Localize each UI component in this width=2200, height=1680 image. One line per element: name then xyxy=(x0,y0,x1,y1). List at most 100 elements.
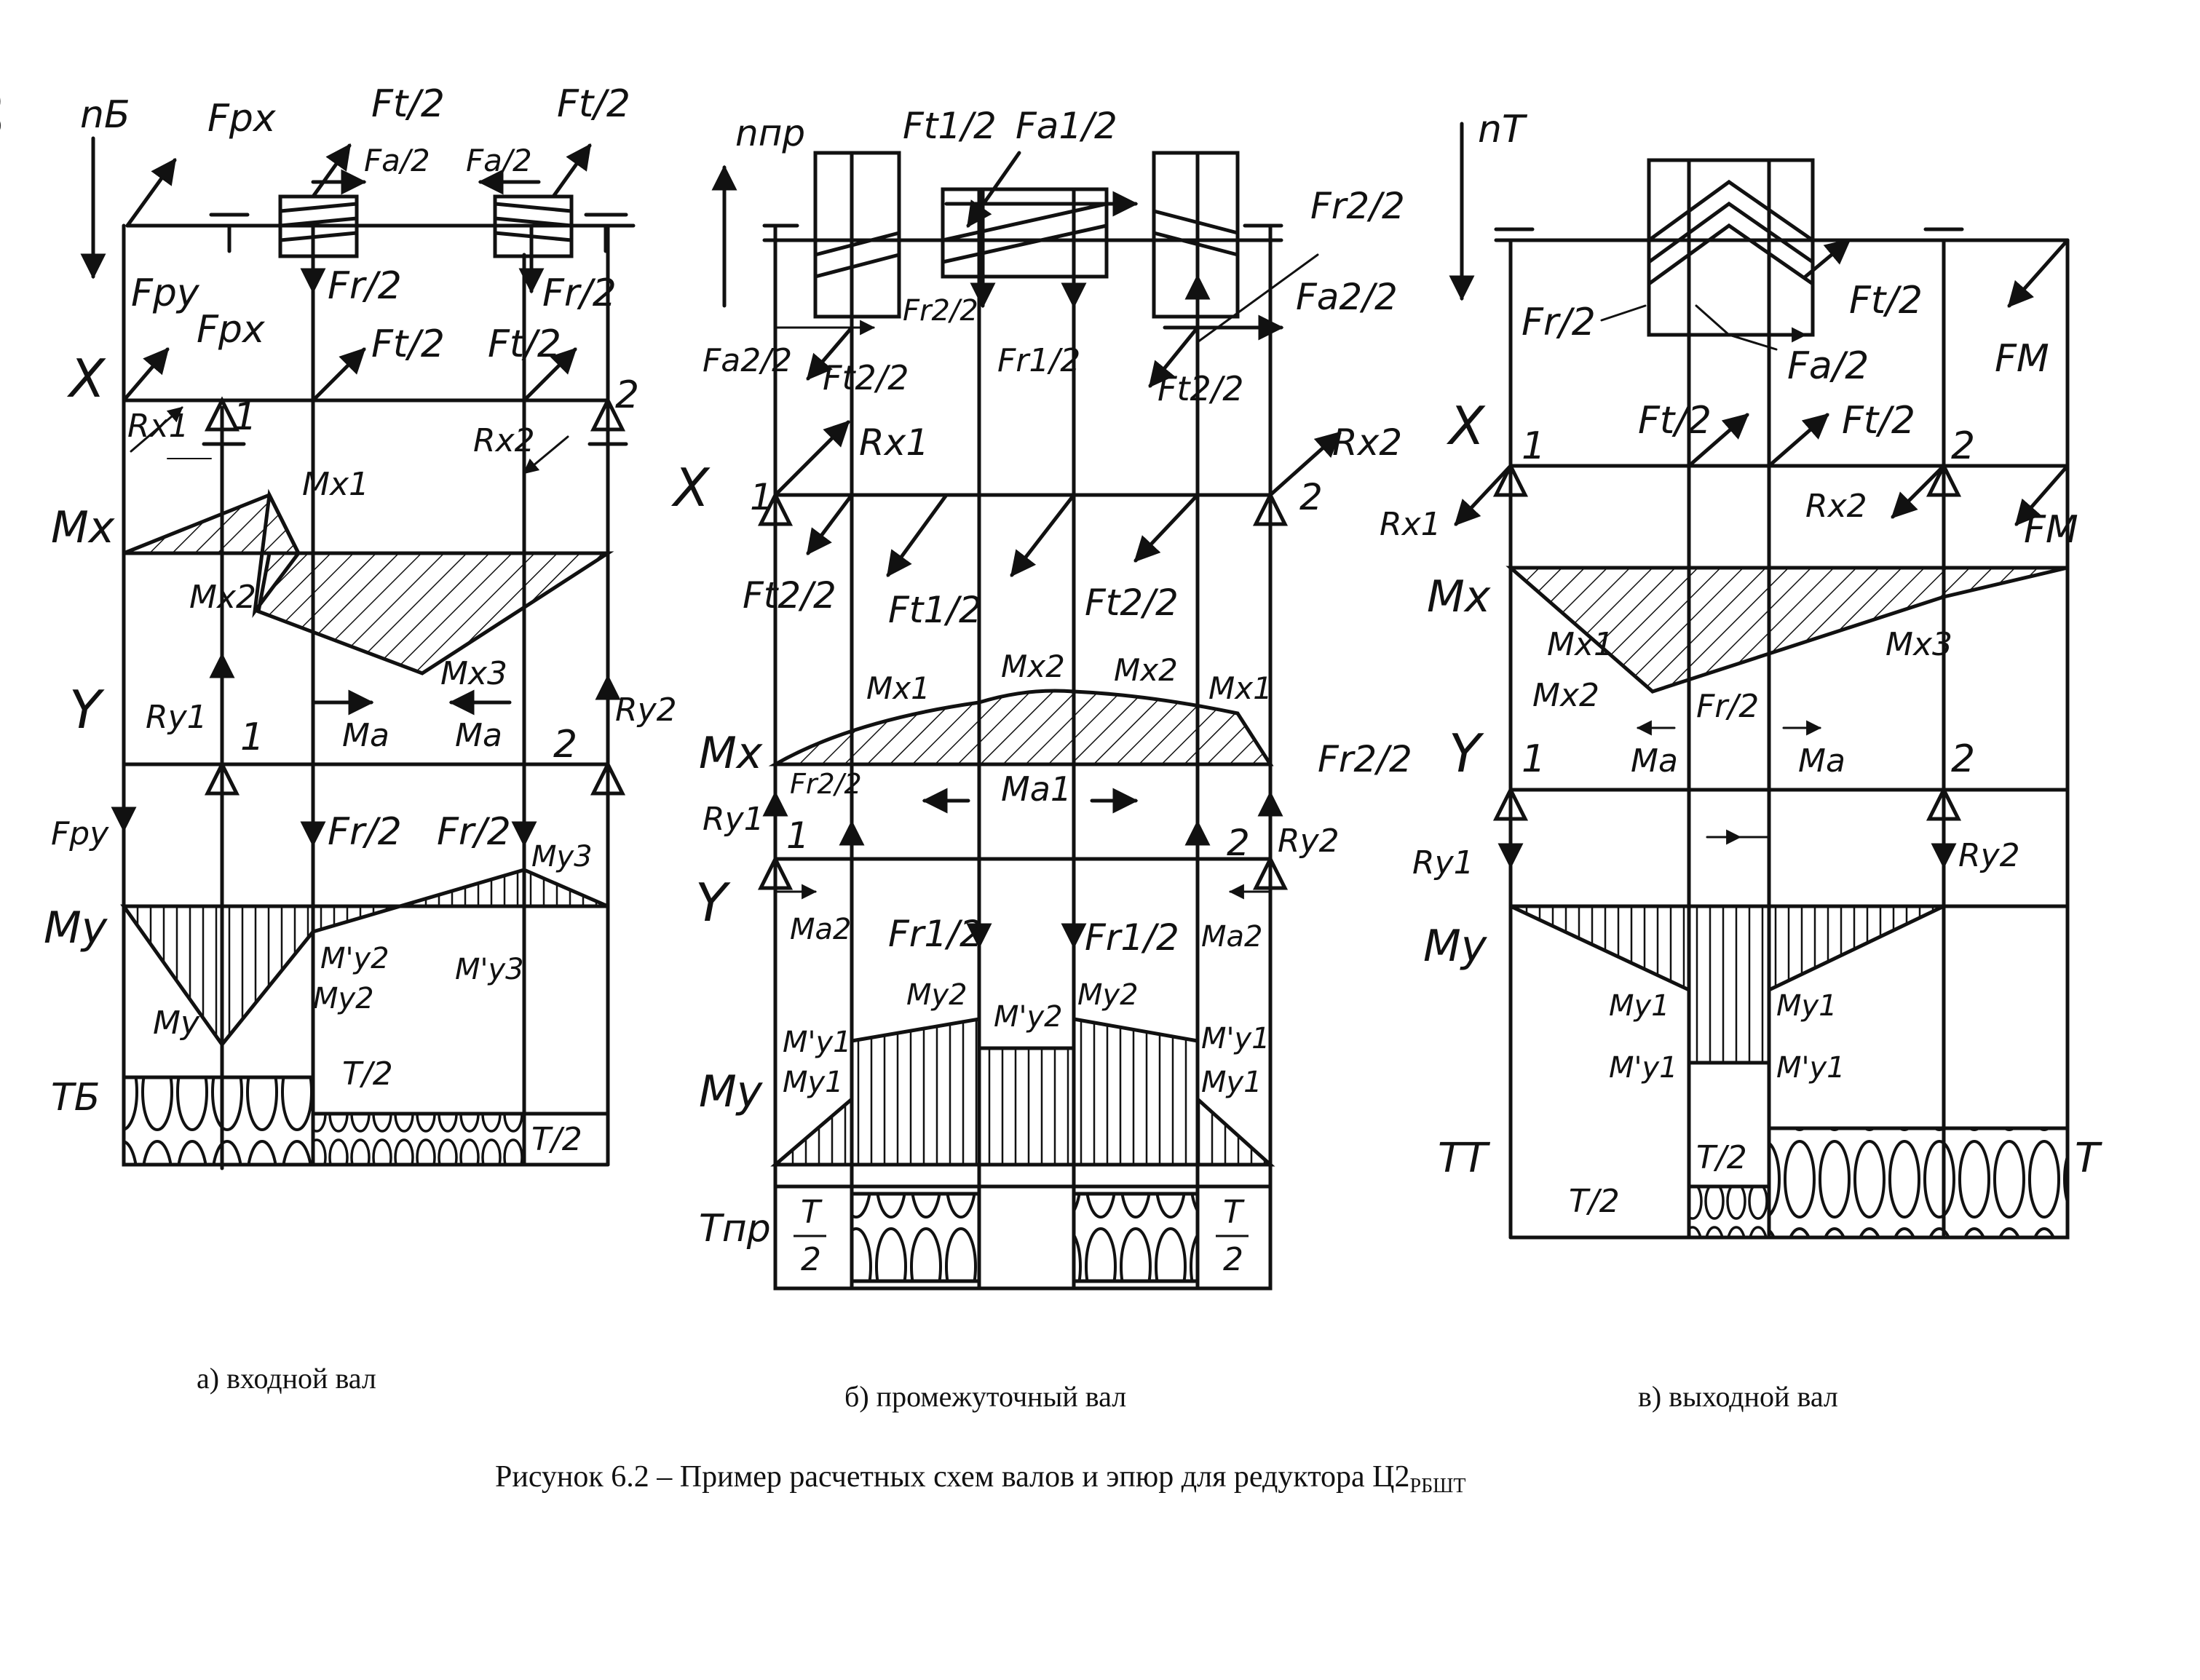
label-fa-half-1: Fa/2 xyxy=(364,143,430,178)
diagram-input-shaft xyxy=(80,136,636,1170)
label-my1-prime-right: M'y1 xyxy=(1201,1022,1270,1055)
label-ma-1-a: Ma xyxy=(342,717,389,754)
label-fr-y-c: Fr/2 xyxy=(1696,688,1759,725)
label-support-2-x-c: 2 xyxy=(1951,424,1975,468)
label-x-plane-a: X xyxy=(66,348,106,409)
label-ft1-half: Ft1/2 xyxy=(903,105,997,147)
label-fr2-half-right: Fr2/2 xyxy=(1318,738,1412,780)
label-fpx-x: Fpx xyxy=(197,308,266,352)
label-ft-x-2: Ft/2 xyxy=(488,322,561,366)
label-t-half-1-c: T/2 xyxy=(1569,1183,1620,1220)
label-mx-b: Mx xyxy=(699,728,763,779)
label-speed-b: nпр xyxy=(735,112,805,154)
label-fr1-y-1: Fr1/2 xyxy=(888,913,983,955)
label-t-full-c: T xyxy=(2075,1135,2102,1182)
label-support-2-x-a: 2 xyxy=(615,373,639,417)
label-my2-prime-a: M'y2 xyxy=(320,942,389,975)
label-fr-y-1: Fr/2 xyxy=(328,810,402,854)
label-support-2-x-b: 2 xyxy=(1299,476,1323,518)
label-ma-2-c: Ma xyxy=(1798,742,1845,780)
label-fr-half-1: Fr/2 xyxy=(328,264,402,308)
label-support-2-y-c: 2 xyxy=(1951,737,1975,781)
label-my-b: My xyxy=(699,1066,764,1117)
label-fr2-half-top: Fr2/2 xyxy=(1310,185,1405,227)
label-t-frac-num-2: T xyxy=(1223,1194,1245,1231)
label-x-plane-c: X xyxy=(1446,395,1486,456)
label-mx2-left-b: Mx2 xyxy=(1001,649,1065,684)
label-my3-a: My3 xyxy=(531,840,593,873)
label-fr-y-2: Fr/2 xyxy=(437,810,511,854)
label-ft-x-2-c: Ft/2 xyxy=(1842,399,1915,443)
label-fr-half-2: Fr/2 xyxy=(542,272,617,315)
label-speed-a: nБ xyxy=(80,93,130,137)
label-support-1-x-b: 1 xyxy=(750,476,773,518)
label-my1-prime-right-c: M'y1 xyxy=(1776,1051,1845,1085)
label-fr1-y-2: Fr1/2 xyxy=(1085,916,1179,959)
label-ft-half-top-c: Ft/2 xyxy=(1849,279,1923,322)
label-ft-half-2: Ft/2 xyxy=(557,82,630,126)
label-ma2-left: Ma2 xyxy=(790,913,851,946)
label-ry1-a: Ry1 xyxy=(146,699,207,736)
label-mx3-c: Mx3 xyxy=(1886,626,1952,663)
label-support-2-y-b: 2 xyxy=(1227,822,1250,864)
caption-input-shaft: а) входной вал xyxy=(197,1362,376,1395)
label-support-1-y-c: 1 xyxy=(1522,737,1546,781)
label-ft-x-1: Ft/2 xyxy=(371,322,445,366)
label-my2-a: My2 xyxy=(313,982,374,1015)
label-fa2-half-right: Fa2/2 xyxy=(1296,276,1398,318)
label-t-b: Tпр xyxy=(699,1207,771,1251)
label-mx1-a: Mx1 xyxy=(302,466,369,503)
label-mx2-c: Mx2 xyxy=(1532,677,1599,714)
label-my1-prime-left: M'y1 xyxy=(783,1026,852,1059)
label-ft1-x: Ft1/2 xyxy=(888,589,982,631)
label-fm-top: FM xyxy=(1995,337,2049,381)
label-mx2-a: Mx2 xyxy=(189,579,256,616)
label-mx1-left-b: Mx1 xyxy=(866,670,930,706)
label-y-plane-a: Y xyxy=(69,679,105,740)
label-rx2-c: Rx2 xyxy=(1805,488,1867,525)
label-rx2-a: Rx2 xyxy=(473,422,535,459)
label-ry1-c: Ry1 xyxy=(1412,844,1474,881)
label-my2-a-b: My2 xyxy=(906,978,968,1012)
label-my1-prime-left-c: M'y1 xyxy=(1609,1051,1678,1085)
label-support-1-y-b: 1 xyxy=(786,815,810,857)
label-ft-half-1: Ft/2 xyxy=(371,82,445,126)
label-support-1-y-a: 1 xyxy=(240,716,264,759)
figure-title: Рисунок 6.2 – Пример расчетных схем вало… xyxy=(495,1459,1466,1498)
caption-intermediate-shaft: б) промежуточный вал xyxy=(844,1380,1127,1413)
label-fpx-top: Fpx xyxy=(207,97,277,140)
label-my-a-min: My xyxy=(153,1005,200,1042)
label-fpy-top: Fpy xyxy=(131,272,200,315)
label-fm-x: FM xyxy=(2024,508,2078,552)
label-t-frac-num-1: T xyxy=(801,1194,823,1231)
label-ma-2-a: Ma xyxy=(455,717,502,754)
label-rx1-c: Rx1 xyxy=(1380,506,1441,543)
label-mx1-c: Mx1 xyxy=(1547,626,1614,663)
label-t-half-2-a: T/2 xyxy=(531,1121,582,1158)
label-mx2-right-b: Mx2 xyxy=(1114,652,1178,688)
label-ma2-right: Ma2 xyxy=(1201,920,1262,954)
label-x-plane-b: X xyxy=(670,457,711,518)
label-my1-right-c: My1 xyxy=(1776,989,1837,1023)
caption-output-shaft: в) выходной вал xyxy=(1638,1380,1838,1413)
label-fa2-half-left: Fa2/2 xyxy=(703,342,792,379)
label-my1-right-b: My1 xyxy=(1201,1066,1262,1099)
label-t-c: TT xyxy=(1438,1135,1490,1182)
label-mx-a: Mx xyxy=(51,502,115,553)
label-fr1-half-top: Fr1/2 xyxy=(997,342,1080,379)
label-my3-prime-a: M'y3 xyxy=(455,953,524,986)
label-rx1-a: Rx1 xyxy=(127,408,189,445)
label-fr-half-c: Fr/2 xyxy=(1522,301,1596,344)
label-my2-b-b: My2 xyxy=(1077,978,1139,1012)
label-my1-left-c: My1 xyxy=(1609,989,1670,1023)
label-my-c: My xyxy=(1423,921,1488,972)
label-ma1: Ma1 xyxy=(1001,769,1072,809)
label-fa-half-c: Fa/2 xyxy=(1787,344,1869,388)
label-support-1-x-c: 1 xyxy=(1522,424,1546,468)
label-support-1-x-a: 1 xyxy=(233,395,257,439)
label-mx-c: Mx xyxy=(1427,571,1491,622)
label-my2-prime-b: M'y2 xyxy=(994,1000,1063,1034)
label-ft2-half-2: Ft2/2 xyxy=(1158,369,1244,408)
label-support-2-y-a: 2 xyxy=(553,723,577,766)
